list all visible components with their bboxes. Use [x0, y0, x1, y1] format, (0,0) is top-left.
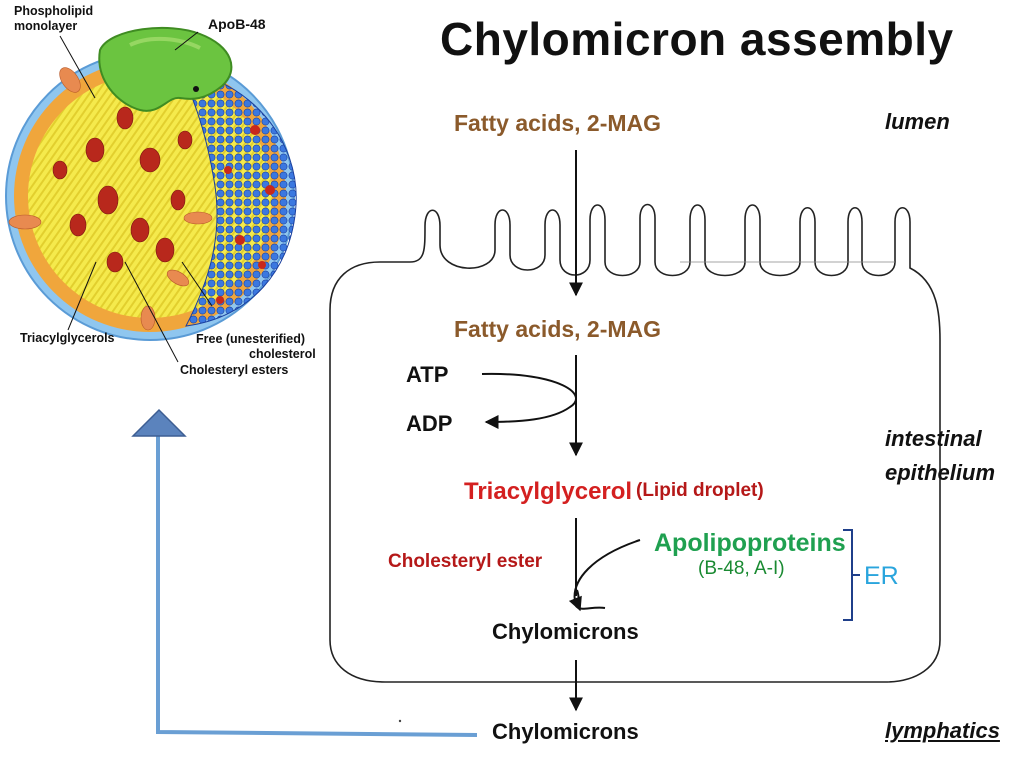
stray-mark	[398, 719, 402, 723]
flow-arrows	[481, 150, 641, 712]
triacylglycerols-label: Triacylglycerols	[20, 331, 115, 345]
chylomicrons-lymph-label: Chylomicrons	[492, 719, 639, 744]
free-cholesterol-label-line2: cholesterol	[249, 347, 316, 361]
phospholipid-label-line1: Phospholipid	[14, 4, 94, 18]
fatty-acids-lumen-label: Fatty acids, 2-MAG	[454, 110, 662, 136]
atp-label: ATP	[406, 362, 449, 387]
cholesteryl-ester-label: Cholesteryl ester	[388, 551, 543, 572]
adp-label: ADP	[406, 411, 453, 436]
fatty-acids-cell-label: Fatty acids, 2-MAG	[454, 316, 662, 342]
chylomicrons-cell-label: Chylomicrons	[492, 619, 639, 644]
lumen-region-label: lumen	[885, 109, 950, 134]
er-label: ER	[864, 562, 899, 590]
return-arrow	[131, 408, 478, 737]
lymphatics-region-label: lymphatics	[885, 718, 1000, 743]
epithelium-region-label: epithelium	[885, 460, 996, 485]
cholesteryl-esters-label: Cholesteryl esters	[180, 363, 289, 377]
er-bracket	[843, 529, 860, 621]
free-cholesterol-label-line1: Free (unesterified)	[196, 332, 306, 346]
intestinal-region-label: intestinal	[885, 426, 982, 451]
phospholipid-label-line2: monolayer	[14, 19, 78, 33]
intestinal-cell-outline	[329, 203, 941, 683]
apolipoprotein-types-label: (B-48, A-I)	[698, 558, 785, 579]
apolipoproteins-label: Apolipoproteins	[654, 529, 846, 557]
page-title: Chylomicron assembly	[440, 13, 954, 65]
apob48-label: ApoB-48	[208, 16, 266, 32]
triacylglycerol-label: Triacylglycerol	[464, 478, 633, 505]
lipid-droplet-label: (Lipid droplet)	[636, 480, 764, 501]
chylomicron-particle-illustration	[5, 26, 297, 363]
